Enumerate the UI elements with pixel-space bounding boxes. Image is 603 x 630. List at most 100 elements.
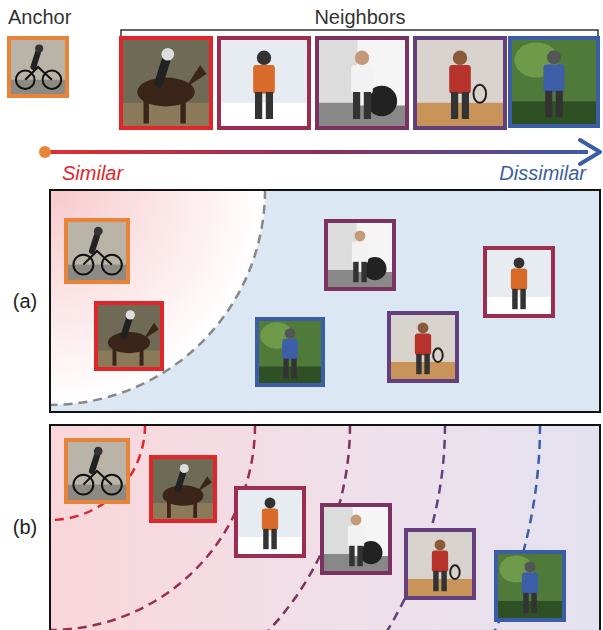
photo-part xyxy=(257,367,323,385)
photo xyxy=(326,221,394,289)
photo-part xyxy=(361,262,366,282)
panel-label: (a) xyxy=(13,290,37,312)
photo-part xyxy=(510,101,598,126)
photo-frame xyxy=(496,552,564,620)
panel-label: (b) xyxy=(13,516,37,538)
photo-part xyxy=(92,456,97,472)
photo-part xyxy=(510,38,598,126)
photo-part xyxy=(265,498,276,509)
photo-part xyxy=(121,38,211,128)
rank-boundary xyxy=(50,425,350,630)
photo xyxy=(317,38,407,128)
photo-part xyxy=(236,537,304,556)
photo-part xyxy=(389,313,457,381)
photo-part xyxy=(219,38,309,128)
photo-part xyxy=(355,231,366,242)
panel-a-frame xyxy=(50,190,600,412)
photo-part xyxy=(96,351,162,369)
photo-frame xyxy=(317,38,407,128)
photo-part xyxy=(144,97,149,124)
photo-part xyxy=(511,268,527,290)
photo-part xyxy=(416,354,421,374)
photo-part xyxy=(285,328,296,339)
photo-part xyxy=(326,221,394,289)
photo-frame xyxy=(236,488,304,556)
photo-part xyxy=(96,303,162,369)
photo-part xyxy=(462,92,469,119)
photo-part xyxy=(389,362,457,381)
margin-boundary xyxy=(50,190,265,405)
photo xyxy=(151,457,215,521)
photo-frame xyxy=(66,220,128,282)
photo-part xyxy=(496,552,564,620)
photo xyxy=(66,220,128,282)
photo-part xyxy=(94,447,103,456)
photo xyxy=(96,303,162,369)
photo xyxy=(415,38,505,128)
photo-part xyxy=(353,92,360,119)
photo-part xyxy=(262,508,278,530)
photo-part xyxy=(282,339,298,360)
rank-boundary xyxy=(50,425,445,630)
rank-boundary xyxy=(50,425,145,520)
photo-part xyxy=(126,310,135,319)
photo-part xyxy=(151,457,215,521)
photo-part xyxy=(66,440,128,502)
photo-part xyxy=(351,65,373,94)
photo-part xyxy=(271,529,276,549)
photo-part xyxy=(522,572,538,594)
photo xyxy=(257,319,323,385)
photo-frame xyxy=(485,248,553,316)
photo-part xyxy=(255,92,262,119)
photo-part xyxy=(441,571,446,591)
photo xyxy=(219,38,309,128)
photo-part xyxy=(263,529,268,549)
photo-part xyxy=(415,103,505,128)
photo-part xyxy=(353,262,358,282)
photo xyxy=(485,248,553,316)
photo-part xyxy=(406,579,474,598)
photo-part xyxy=(92,236,97,252)
panel-b xyxy=(50,425,600,630)
photo-part xyxy=(357,546,362,566)
photo-part xyxy=(25,67,52,80)
photo-part xyxy=(253,65,275,94)
photo xyxy=(66,440,128,502)
photo-part xyxy=(144,323,159,340)
photo-frame xyxy=(121,38,211,128)
photo-part xyxy=(121,103,211,128)
photo-part xyxy=(556,91,563,117)
photo-part xyxy=(355,51,369,65)
arrow-head xyxy=(580,140,600,164)
photo-part xyxy=(474,85,487,103)
photo-part xyxy=(236,488,304,556)
similar-label: Similar xyxy=(62,162,123,184)
photo-part xyxy=(180,97,185,124)
photo-part xyxy=(66,485,128,502)
photo-part xyxy=(415,38,505,128)
photo-part xyxy=(451,92,458,119)
photo-part xyxy=(94,227,103,236)
photo-part xyxy=(257,319,323,385)
photo-part xyxy=(193,499,197,518)
similarity-arrow xyxy=(45,150,588,154)
photo-frame xyxy=(257,319,323,385)
photo xyxy=(236,488,304,556)
photo-part xyxy=(525,562,536,573)
photo xyxy=(9,38,67,96)
photo-part xyxy=(180,464,189,473)
photo-part xyxy=(364,92,371,119)
photo-part xyxy=(291,359,296,379)
photo-frame xyxy=(326,221,394,289)
anchor-title: Anchor xyxy=(8,6,71,28)
photo-part xyxy=(520,289,525,309)
photo-frame xyxy=(389,313,457,381)
photo-frame xyxy=(96,303,162,369)
photo-frame xyxy=(9,38,67,96)
dissimilar-label: Dissimilar xyxy=(499,162,586,184)
photo-part xyxy=(406,530,474,598)
photo-part xyxy=(545,91,552,117)
photo-part xyxy=(450,565,460,579)
photo-part xyxy=(485,248,553,316)
